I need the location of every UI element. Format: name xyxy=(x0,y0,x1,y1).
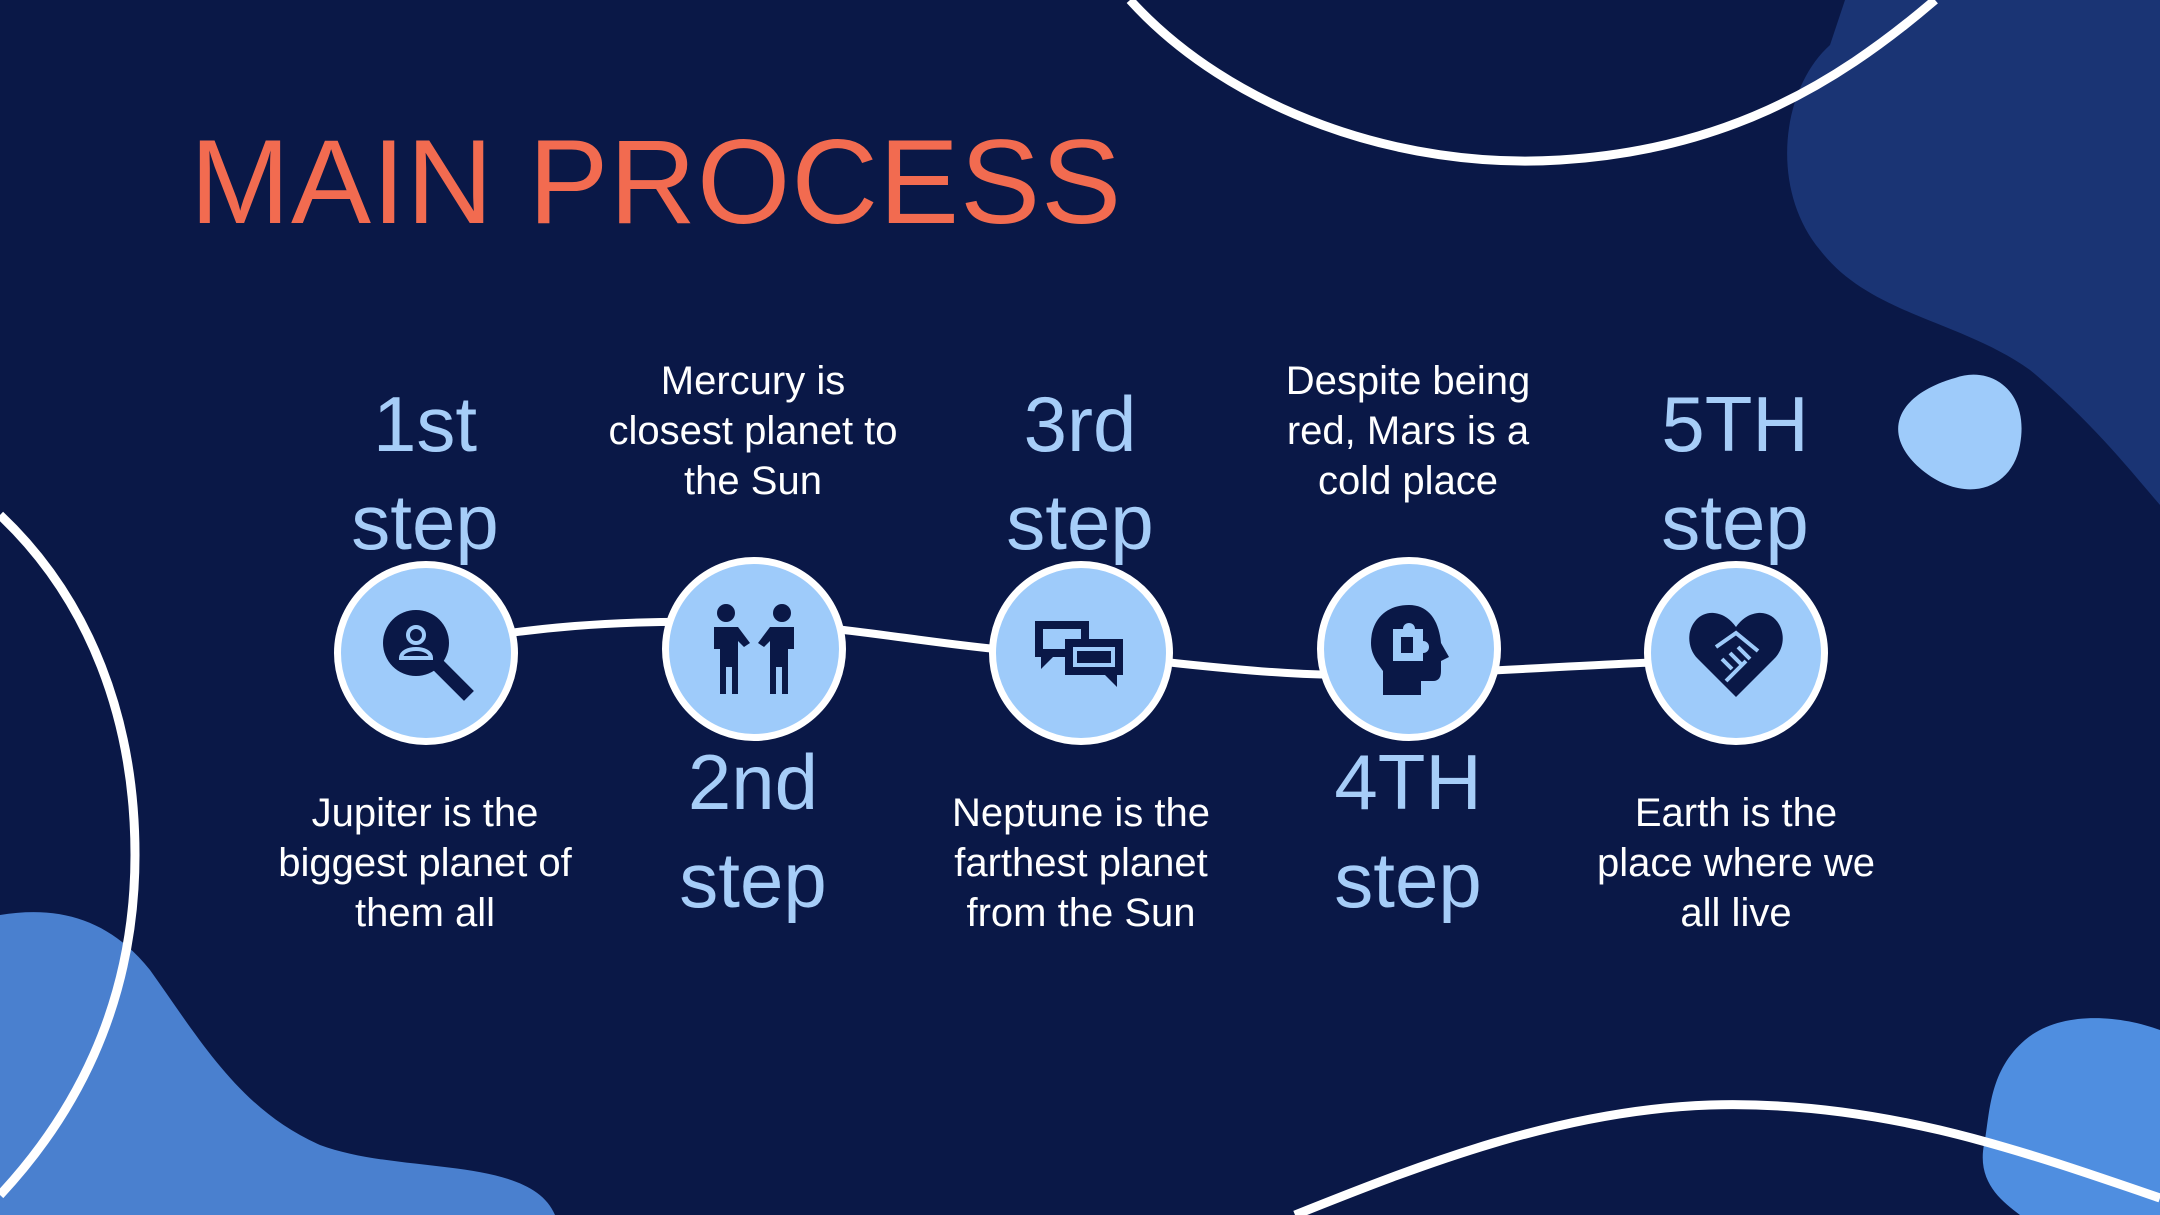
step-description-2: Mercury is closest planet to the Sun xyxy=(608,359,898,503)
step-label-2: 2nd step xyxy=(679,738,827,924)
step-node-4 xyxy=(1317,557,1501,741)
step-description-1: Jupiter is the biggest planet of them al… xyxy=(278,791,572,935)
blob-top-right xyxy=(1787,0,2160,505)
blob-bottom-left xyxy=(0,912,555,1215)
head-puzzle-icon xyxy=(1371,605,1449,695)
handshake-people-icon xyxy=(714,604,794,694)
curve-top xyxy=(1126,0,1938,166)
blob-bottom-right xyxy=(1982,1018,2160,1215)
heart-handshake-icon xyxy=(1689,612,1783,697)
step-label-4: 4TH step xyxy=(1334,738,1482,924)
curve-left xyxy=(0,511,140,1199)
step-label-3: 3rd step xyxy=(1006,380,1154,566)
step-node-5 xyxy=(1644,561,1828,745)
step-node-2 xyxy=(662,557,846,741)
step-label-5: 5TH step xyxy=(1661,380,1809,566)
chat-bubbles-icon xyxy=(1035,621,1123,687)
user-search-icon xyxy=(383,610,474,701)
step-node-1 xyxy=(334,561,518,745)
step-label-1: 1st step xyxy=(351,380,499,566)
step-description-3: Neptune is the farthest planet from the … xyxy=(952,791,1210,935)
step-node-3 xyxy=(989,561,1173,745)
step-description-4: Despite being red, Mars is a cold place xyxy=(1285,359,1531,503)
step-description-5: Earth is the place where we all live xyxy=(1597,791,1875,935)
page-title: MAIN PROCESS xyxy=(190,115,1123,249)
blob-small-right xyxy=(1898,374,2022,490)
curve-bottom xyxy=(1293,1100,2160,1215)
